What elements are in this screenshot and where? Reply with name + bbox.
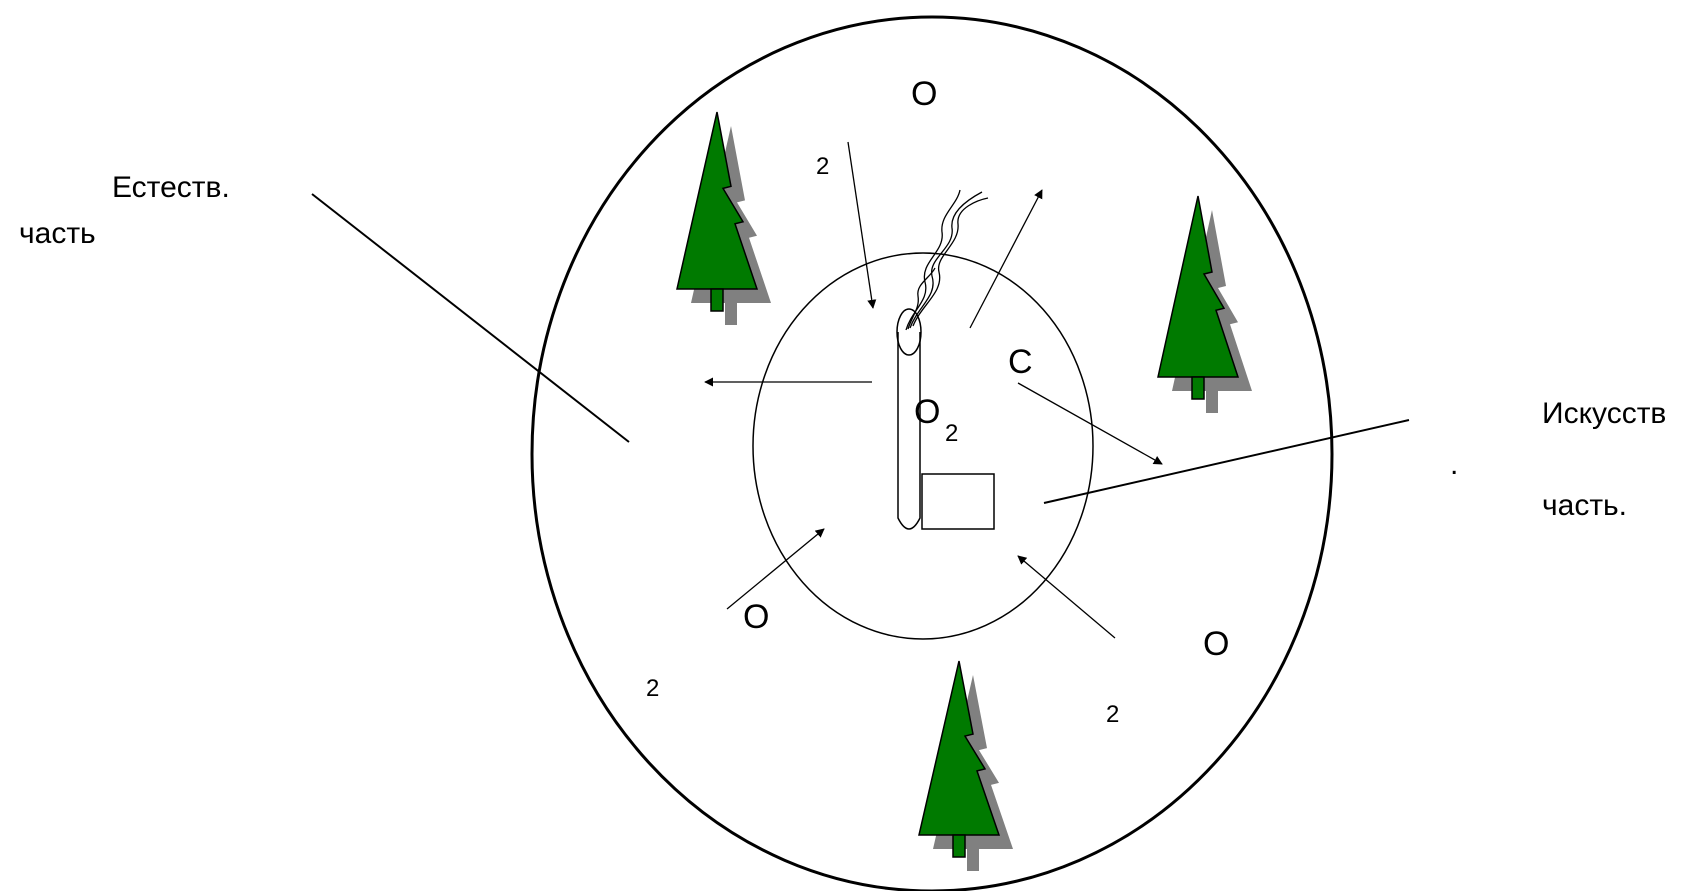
arrow-c-to-outer <box>1018 383 1162 464</box>
tree-trunk <box>711 289 723 311</box>
natural-part-label-line2: часть <box>19 219 96 249</box>
center-o2-subscript: 2 <box>945 422 958 446</box>
arrow-o2-down-to-factory <box>848 142 873 308</box>
artificial-part-label-line2: часть. <box>1542 491 1627 521</box>
tree-right-icon <box>1158 196 1252 413</box>
trees-group <box>677 112 1252 871</box>
factory-building-icon <box>922 474 994 529</box>
artificial-part-label-line1: Искусств <box>1542 399 1666 429</box>
o2-top-subscript: 2 <box>816 155 829 179</box>
tree-bottom-icon <box>919 661 1013 871</box>
tree-trunk-shadow <box>967 849 979 871</box>
tree-trunk-shadow <box>725 303 737 325</box>
tree-crown <box>677 112 757 289</box>
arrow-o2-right-inward <box>1018 556 1115 638</box>
artificial-part-label-dot: . <box>1450 450 1458 480</box>
tree-top-left-icon <box>677 112 771 325</box>
o2-left-subscript: 2 <box>646 677 659 701</box>
tree-trunk <box>953 835 965 857</box>
tree-trunk-shadow <box>1206 391 1218 413</box>
o2-right-label: O <box>1203 627 1229 661</box>
inner-artificial-ellipse <box>753 253 1093 639</box>
artificial-pointer-line <box>1044 420 1409 503</box>
tree-trunk <box>1192 377 1204 399</box>
o2-top-label: O <box>911 77 937 111</box>
natural-part-label-line1: Естеств. <box>112 173 230 203</box>
center-o2-label: O <box>914 395 940 429</box>
carbon-label: C <box>1008 345 1033 379</box>
outer-natural-ellipse <box>532 17 1332 891</box>
natural-pointer-line <box>312 194 629 442</box>
arrow-emission-up <box>970 190 1042 328</box>
tree-crown <box>1158 196 1238 377</box>
smoke-icon <box>906 190 988 330</box>
o2-right-subscript: 2 <box>1106 703 1119 727</box>
o2-left-label: O <box>743 600 769 634</box>
tree-crown <box>919 661 999 835</box>
